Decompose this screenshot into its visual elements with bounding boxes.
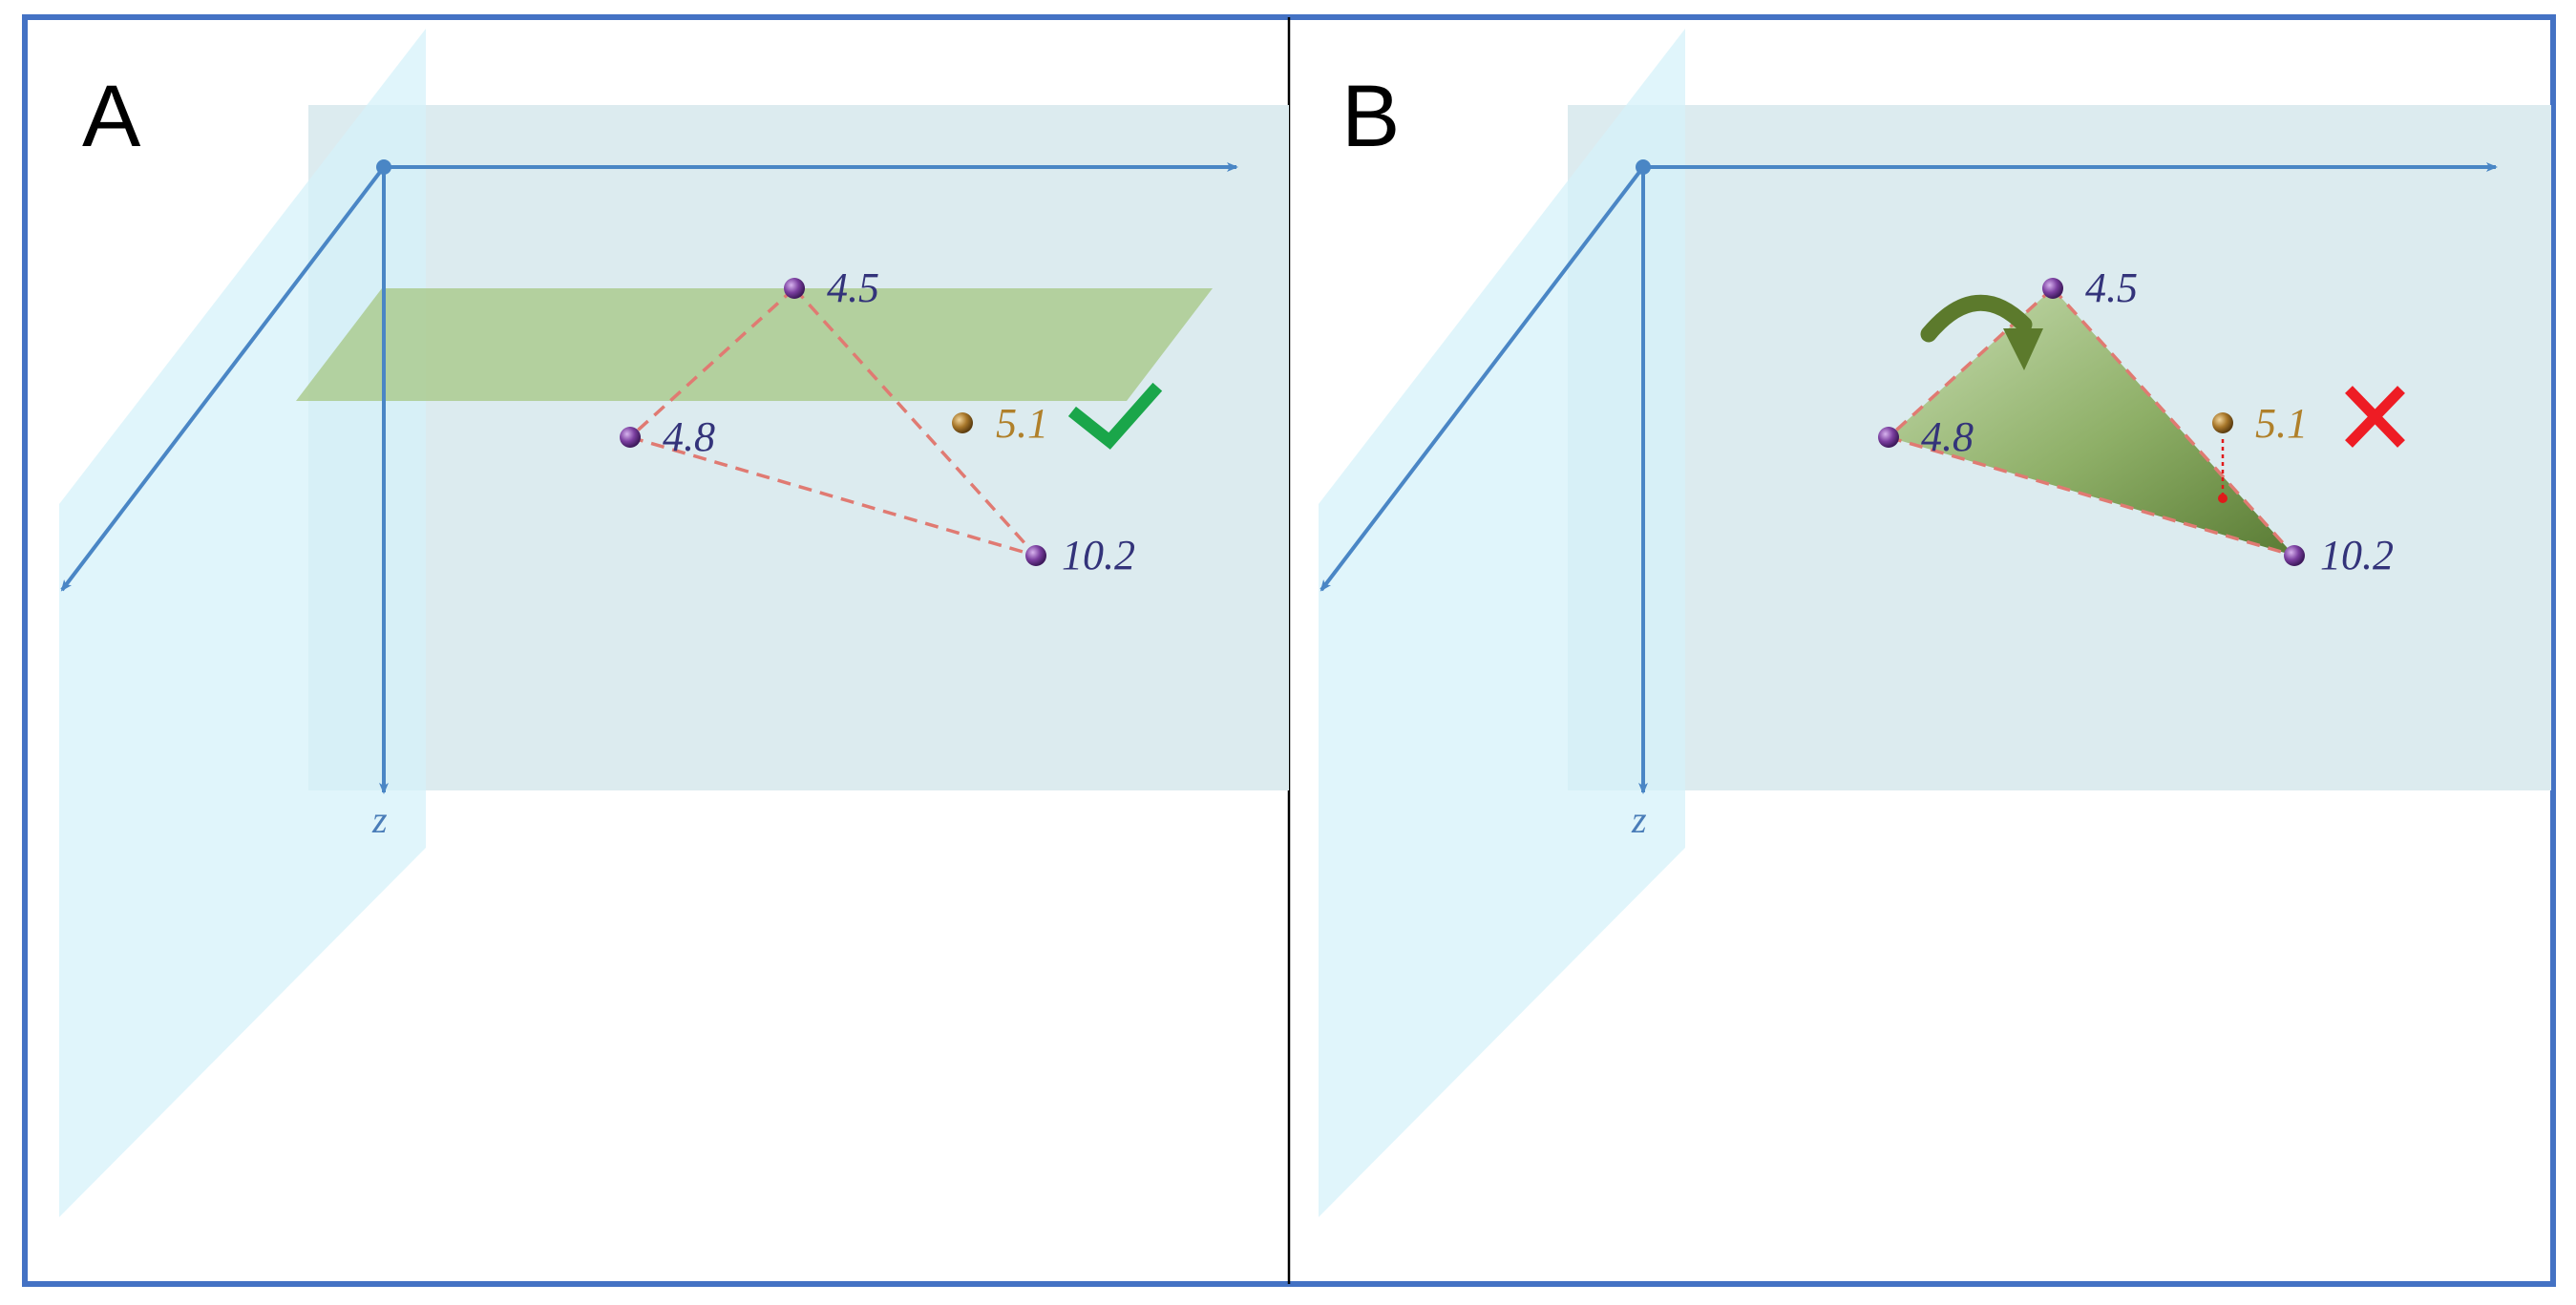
edge-4.8-10.2 — [1888, 435, 2295, 558]
point-label-4.8: 4.8 — [663, 413, 715, 460]
cross-icon — [2345, 386, 2405, 448]
point-10.2 — [1025, 545, 1046, 566]
panel-a: z 4.5 4.8 10.2 5.1 A — [59, 29, 1289, 1217]
side-plane — [1319, 29, 1685, 1217]
edge-4.5-10.2 — [2051, 286, 2296, 558]
edge-4.5-10.2 — [792, 286, 1038, 558]
origin-point — [1636, 159, 1651, 175]
projection-foot — [2218, 494, 2228, 503]
panel-letter-b: B — [1341, 68, 1400, 165]
edge-4.5-4.8 — [628, 286, 796, 439]
point-4.5 — [784, 278, 805, 299]
point-4.8 — [620, 427, 641, 448]
query-point-5.1 — [952, 412, 973, 433]
y-axis-arrow — [1320, 165, 1645, 592]
point-label-10.2: 10.2 — [2320, 532, 2394, 579]
point-4.5 — [2042, 278, 2063, 299]
query-label-5.1: 5.1 — [2255, 400, 2308, 447]
panel-b: z 4.5 4.8 10.2 5.1 B — [1319, 29, 2551, 1217]
y-axis-arrow — [60, 165, 386, 592]
point-label-4.5: 4.5 — [827, 264, 879, 311]
z-axis-label: z — [371, 798, 388, 841]
query-label-5.1: 5.1 — [996, 400, 1048, 447]
panel-letter-a: A — [82, 68, 141, 165]
point-4.8 — [1878, 427, 1899, 448]
rotation-arrow-head — [2003, 328, 2043, 370]
rotation-arrow — [1920, 294, 2033, 343]
point-label-4.5: 4.5 — [2085, 264, 2138, 311]
point-10.2 — [2284, 545, 2305, 566]
side-plane — [59, 29, 426, 1217]
z-axis-label: z — [1631, 798, 1647, 841]
point-label-10.2: 10.2 — [1062, 532, 1135, 579]
edge-4.8-10.2 — [629, 435, 1037, 558]
back-plane — [308, 105, 1289, 790]
edge-4.5-4.8 — [1887, 286, 2055, 439]
check-icon — [1067, 382, 1163, 450]
query-point-5.1 — [2212, 412, 2233, 433]
tilted-plane — [1889, 288, 2294, 556]
horizontal-plane — [296, 288, 1213, 401]
origin-point — [376, 159, 391, 175]
point-label-4.8: 4.8 — [1921, 413, 1974, 460]
